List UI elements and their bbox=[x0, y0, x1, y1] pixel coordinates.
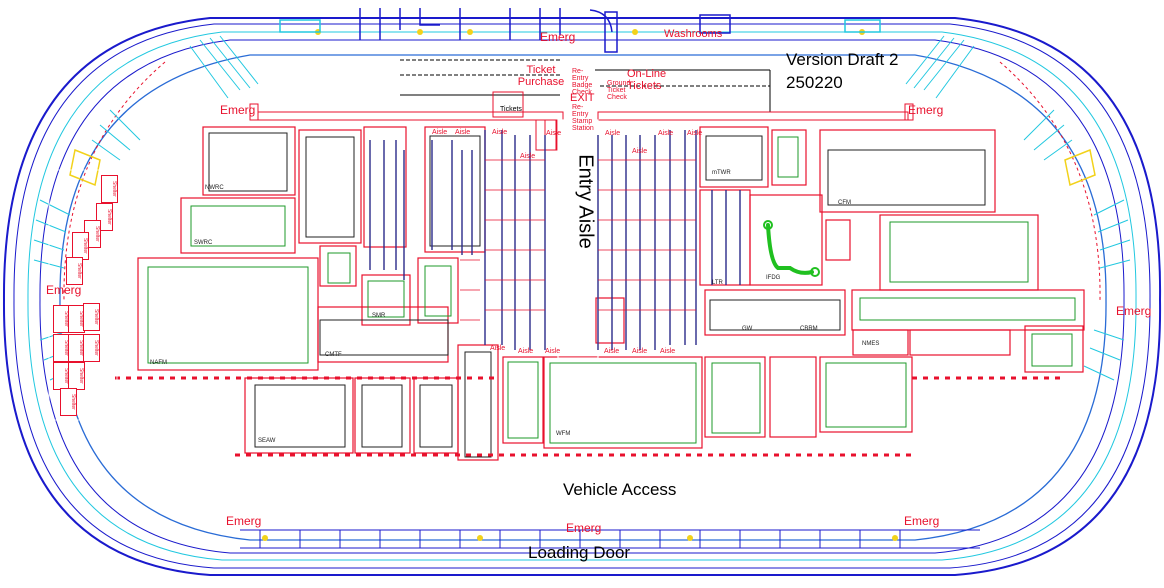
tickets-label: Tickets bbox=[500, 106, 522, 113]
date-label: 250220 bbox=[786, 73, 843, 92]
booth-swrc-label: SWRC bbox=[194, 240, 213, 246]
emerg-label: Emerg bbox=[1116, 304, 1152, 318]
ticket-purchase-text: Ticket Purchase bbox=[517, 64, 565, 88]
emerg-label: Emerg bbox=[46, 283, 82, 297]
shelter-box: Shelter bbox=[83, 303, 100, 331]
shelter-box: Shelter bbox=[72, 232, 89, 260]
emerg-label: Emerg bbox=[566, 521, 602, 535]
booth-smr-label: SMR bbox=[372, 313, 386, 319]
aisle-label: Aisle bbox=[687, 130, 703, 137]
shelter-box: Shelter bbox=[101, 175, 118, 203]
ticket-purchase-label: Ticket Purchase bbox=[516, 64, 566, 88]
booth-nafm-label: NAFM bbox=[150, 360, 167, 366]
booth-ifdg-label: IFDG bbox=[766, 275, 781, 281]
rack-dividers bbox=[460, 159, 696, 321]
booth-nwrc-label: NWRC bbox=[205, 185, 224, 191]
yellow-nodes bbox=[262, 29, 898, 541]
emerg-label: Emerg bbox=[908, 103, 944, 117]
booth-wfm-label: WFM bbox=[556, 431, 571, 437]
aisle-label: Aisle bbox=[432, 129, 448, 136]
aisle-label: Aisle bbox=[492, 129, 508, 136]
ifdg-rail bbox=[763, 220, 820, 277]
booth-inner-outlines bbox=[147, 136, 1076, 444]
booth-black-outlines bbox=[208, 132, 986, 458]
top-booth-rows bbox=[249, 91, 914, 151]
reentry-badge-label: Re-Entry Badge Check bbox=[572, 68, 593, 96]
shelter-box: Shelter bbox=[66, 257, 83, 285]
aisle-label: Aisle bbox=[632, 148, 648, 155]
exit-label: EXIT bbox=[570, 92, 595, 104]
aisle-label: Aisle bbox=[605, 130, 621, 137]
vehicle-access-label: Vehicle Access bbox=[563, 480, 677, 499]
shelter-box: Shelter bbox=[60, 388, 77, 416]
emerg-label: Emerg bbox=[540, 30, 576, 44]
aisle-label: Aisle bbox=[518, 348, 534, 355]
aisle-label: Aisle bbox=[660, 348, 676, 355]
booth-cfm-label: CFM bbox=[838, 200, 851, 206]
entry-aisle-label: Entry Aisle bbox=[574, 154, 597, 249]
online-tickets-text: On-Line Tickets bbox=[627, 68, 667, 92]
aisle-label: Aisle bbox=[545, 348, 561, 355]
shelter-box: Shelter bbox=[68, 362, 85, 390]
aisle-label: Aisle bbox=[520, 153, 536, 160]
booth-mtwr-label: mTWR bbox=[712, 170, 731, 176]
ground-ticket-label: Ground Ticket Check bbox=[607, 80, 631, 101]
aisle-label: Aisle bbox=[658, 130, 674, 137]
online-tickets-label: On-Line Tickets bbox=[627, 68, 677, 92]
aisle-label: Aisle bbox=[490, 345, 506, 352]
booth-seaw-label: SEAW bbox=[258, 438, 276, 444]
washrooms-label: Washrooms bbox=[664, 28, 723, 40]
emerg-label: Emerg bbox=[220, 103, 256, 117]
aisle-label: Aisle bbox=[455, 129, 471, 136]
booth-cbrm-label: CBRM bbox=[800, 326, 818, 332]
bottom-seating-ticks bbox=[259, 530, 901, 548]
perimeter-booth-rows bbox=[115, 376, 1060, 457]
aisle-label: Aisle bbox=[632, 348, 648, 355]
booth-gw-label: GW bbox=[742, 326, 753, 332]
booth-blocks bbox=[137, 119, 1085, 461]
shelter-frame bbox=[48, 169, 118, 421]
aisle-label: Aisle bbox=[546, 130, 562, 137]
loading-door-label: Loading Door bbox=[528, 543, 631, 562]
arena-outline bbox=[2, 17, 1162, 576]
lobby-structures bbox=[279, 8, 881, 53]
aisle-label: Aisle bbox=[604, 348, 620, 355]
booth-nmes-label: NMES bbox=[862, 341, 880, 347]
shelter-box: Shelter bbox=[83, 334, 100, 362]
emerg-label: Emerg bbox=[904, 514, 940, 528]
ticket-queue-rails bbox=[400, 59, 771, 112]
emerg-label: Emerg bbox=[226, 514, 262, 528]
booth-cmtf-label: CMTF bbox=[325, 352, 342, 358]
booth-ltr-label: LTR bbox=[712, 280, 723, 286]
shelving-racks bbox=[369, 130, 741, 350]
version-label: Version Draft 2 bbox=[786, 50, 899, 69]
reentry-stamp-label: Re-Entry Stamp Station bbox=[572, 104, 594, 132]
